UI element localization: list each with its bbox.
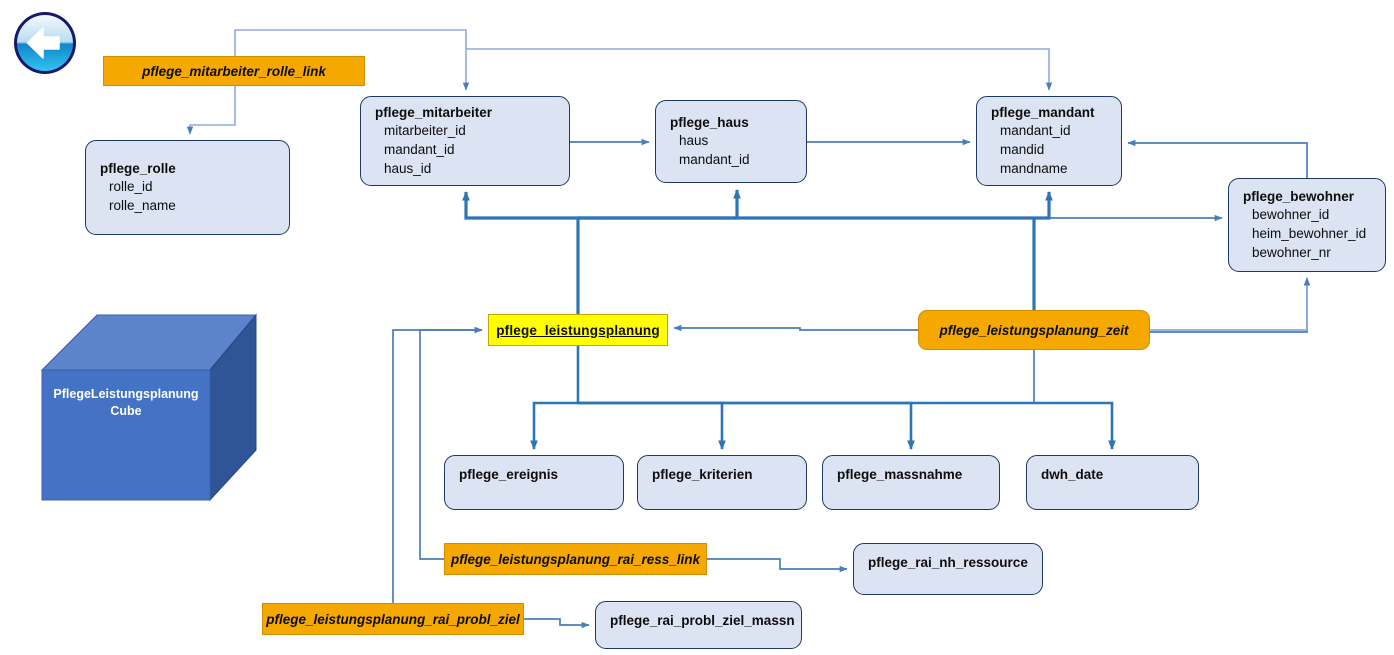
entity-field: mandid <box>1000 142 1045 157</box>
entity-title: pflege_massnahme <box>837 467 963 482</box>
entity-pflege-massnahme[interactable]: pflege_massnahme <box>822 455 1000 510</box>
entity-pflege-ereignis[interactable]: pflege_ereignis <box>444 455 624 510</box>
link-table-title: pflege_leistungsplanung_rai_ress_link <box>450 551 701 567</box>
entity-title: pflege_ereignis <box>459 467 559 482</box>
entity-field: rolle_name <box>109 197 176 213</box>
entity-title: pflege_bewohner <box>1243 188 1355 204</box>
link-table-pflege-leistungsplanung-zeit[interactable]: pflege_leistungsplanung_zeit <box>918 310 1150 350</box>
entity-field: haus_id <box>384 160 432 176</box>
entity-field: mandant_id <box>679 151 750 167</box>
entity-field: bewohner_id <box>1252 207 1330 223</box>
link-table-pflege-mitarbeiter-rolle-link[interactable]: pflege_mitarbeiter_rolle_link <box>103 56 365 86</box>
entity-title: pflege_mitarbeiter <box>375 104 493 120</box>
link-table-title: pflege_leistungsplanung_zeit <box>939 322 1129 338</box>
entity-dwh-date[interactable]: dwh_date <box>1026 455 1199 510</box>
pflege-leistungsplanung-cube[interactable]: PflegeLeistungsplanung Cube <box>40 310 258 505</box>
link-table-title: pflege_leistungsplanung_rai_probl_ziel <box>266 611 520 627</box>
entity-field: haus <box>679 133 709 149</box>
entity-pflege-bewohner[interactable]: pflege_bewohner bewohner_id heim_bewohne… <box>1228 178 1386 272</box>
entity-pflege-mitarbeiter[interactable]: pflege_mitarbeiter mitarbeiter_id mandan… <box>360 96 570 186</box>
entity-title: pflege_haus <box>670 114 749 130</box>
link-table-pflege-leistungsplanung-rai-ress-link[interactable]: pflege_leistungsplanung_rai_ress_link <box>444 543 707 575</box>
fact-table-title: pflege_leistungsplanung <box>496 322 660 338</box>
entity-field: rolle_id <box>109 179 153 195</box>
entity-title: pflege_rolle <box>100 160 176 176</box>
entity-pflege-rolle[interactable]: pflege_rolle rolle_id rolle_name <box>85 140 290 235</box>
link-table-pflege-leistungsplanung-rai-probl-ziel[interactable]: pflege_leistungsplanung_rai_probl_ziel <box>262 603 524 635</box>
entity-pflege-mandant[interactable]: pflege_mandant mandant_id mandid mandnam… <box>976 96 1122 186</box>
entity-pflege-rai-nh-ressource[interactable]: pflege_rai_nh_ressource <box>853 543 1043 595</box>
entity-field: mandant_id <box>384 142 455 157</box>
entity-title: pflege_mandant <box>991 104 1095 120</box>
entity-field: mandname <box>1000 160 1068 176</box>
entity-title: pflege_kriterien <box>652 467 753 482</box>
entity-field: bewohner_nr <box>1252 244 1331 260</box>
entity-pflege-rai-probl-ziel-massn[interactable]: pflege_rai_probl_ziel_massn <box>595 601 802 649</box>
entity-field: mitarbeiter_id <box>384 123 466 139</box>
entity-field: heim_bewohner_id <box>1252 226 1367 241</box>
back-navigation-button[interactable] <box>10 8 80 78</box>
fact-table-pflege-leistungsplanung[interactable]: pflege_leistungsplanung <box>488 314 668 346</box>
entity-title: pflege_rai_probl_ziel_massn <box>610 613 795 628</box>
link-table-title: pflege_mitarbeiter_rolle_link <box>142 63 326 79</box>
entity-title: pflege_rai_nh_ressource <box>868 555 1028 570</box>
entity-pflege-kriterien[interactable]: pflege_kriterien <box>637 455 807 510</box>
entity-pflege-haus[interactable]: pflege_haus haus mandant_id <box>655 100 807 183</box>
entity-field: mandant_id <box>1000 123 1071 139</box>
entity-title: dwh_date <box>1041 467 1104 482</box>
